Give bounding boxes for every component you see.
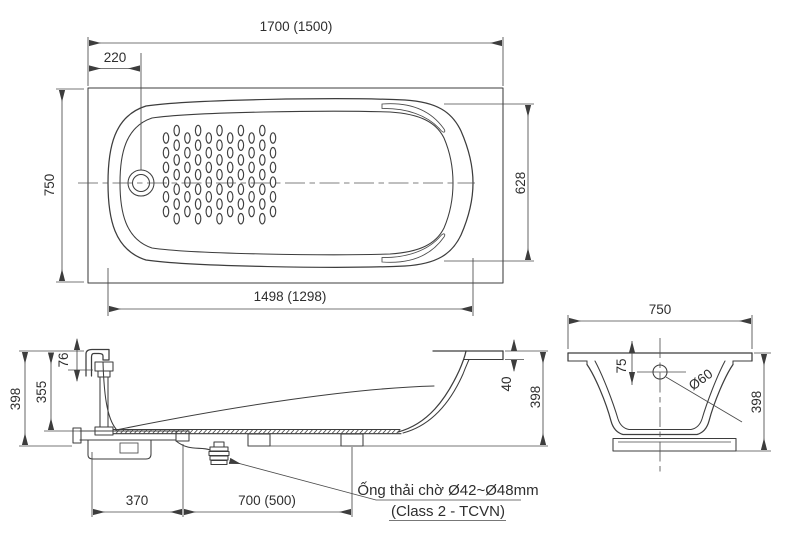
- note-line2: (Class 2 - TCVN): [391, 503, 505, 520]
- dim-height-left-label: 398: [8, 388, 23, 411]
- top-view: 1700 (1500) 220 750 628 1498 (1298): [42, 19, 534, 316]
- support-foot-right: [340, 433, 364, 447]
- dim-end-height: 398: [749, 352, 771, 450]
- dim-rim-edge-label: 40: [499, 376, 514, 391]
- dim-depth-label: 355: [34, 381, 49, 404]
- dim-inner-width: 628: [444, 103, 534, 262]
- dim-overall-width-label: 750: [42, 174, 57, 197]
- antislip-hatch: [115, 429, 401, 434]
- dim-drain-pos: 370: [91, 444, 184, 517]
- rim-curl-left: [85, 348, 110, 377]
- dim-end-drain-offset: 75: [614, 341, 636, 385]
- dim-foot-span: 700 (500): [184, 447, 353, 517]
- waste-outlet-stub: [175, 430, 190, 442]
- dim-rim-lip: 76: [56, 338, 93, 382]
- drain-note: Ống thải chờ Ø42~Ø48mm (Class 2 - TCVN): [228, 457, 539, 521]
- dim-overall-length: 1700 (1500): [87, 19, 504, 86]
- overflow-pipe: [94, 361, 114, 436]
- base-plinth: [612, 437, 737, 452]
- drain-trap: [72, 427, 230, 466]
- side-view: 76 355 398 40 398: [8, 338, 548, 521]
- dim-overall-width: 750: [42, 88, 84, 283]
- dim-end-width-label: 750: [649, 302, 672, 317]
- end-view: 750 75 Ø60 398: [567, 302, 771, 473]
- right-wall-outer: [397, 350, 467, 433]
- dim-inner-length-label: 1498 (1298): [254, 289, 327, 304]
- dim-rim-edge: 40: [499, 339, 548, 392]
- dim-inner-length: 1498 (1298): [107, 258, 474, 316]
- dim-height-left: 398: [8, 350, 84, 447]
- right-wall-inner: [402, 358, 470, 434]
- end-drain-hole: [652, 364, 668, 380]
- dim-drain-offset: 220: [89, 50, 142, 170]
- dim-depth: 355: [34, 352, 112, 432]
- dim-height-right-label: 398: [528, 386, 543, 409]
- dim-end-width: 750: [567, 302, 753, 349]
- support-foot-left: [247, 433, 271, 447]
- dim-overall-length-label: 1700 (1500): [260, 19, 333, 34]
- dim-end-drain-offset-label: 75: [614, 358, 629, 373]
- floor-band: [112, 428, 402, 435]
- dim-drain-pos-label: 370: [126, 493, 149, 508]
- dim-height-right: 398: [528, 352, 547, 445]
- note-leader: [228, 457, 521, 501]
- dim-drain-offset-label: 220: [104, 50, 127, 65]
- dim-inner-width-label: 628: [513, 172, 528, 195]
- anti-slip-pattern: [162, 124, 277, 225]
- dim-end-height-label: 398: [749, 391, 764, 414]
- note-line1: Ống thải chờ Ø42~Ø48mm: [357, 481, 538, 499]
- backrest-curve-bottom: [381, 233, 446, 263]
- tub-rim-outline: [87, 87, 504, 284]
- corrugated-connector: [208, 441, 230, 466]
- dim-rim-lip-label: 76: [56, 352, 71, 367]
- dim-drain-dia-label: Ø60: [686, 366, 715, 393]
- rim-right: [432, 350, 504, 361]
- dim-foot-span-label: 700 (500): [238, 493, 296, 508]
- far-rim-curve: [115, 385, 435, 431]
- drain-hose: [175, 440, 211, 451]
- wall-inner: [594, 360, 726, 431]
- tub-inner-contour: [119, 110, 454, 256]
- backrest-curve-top: [381, 103, 446, 133]
